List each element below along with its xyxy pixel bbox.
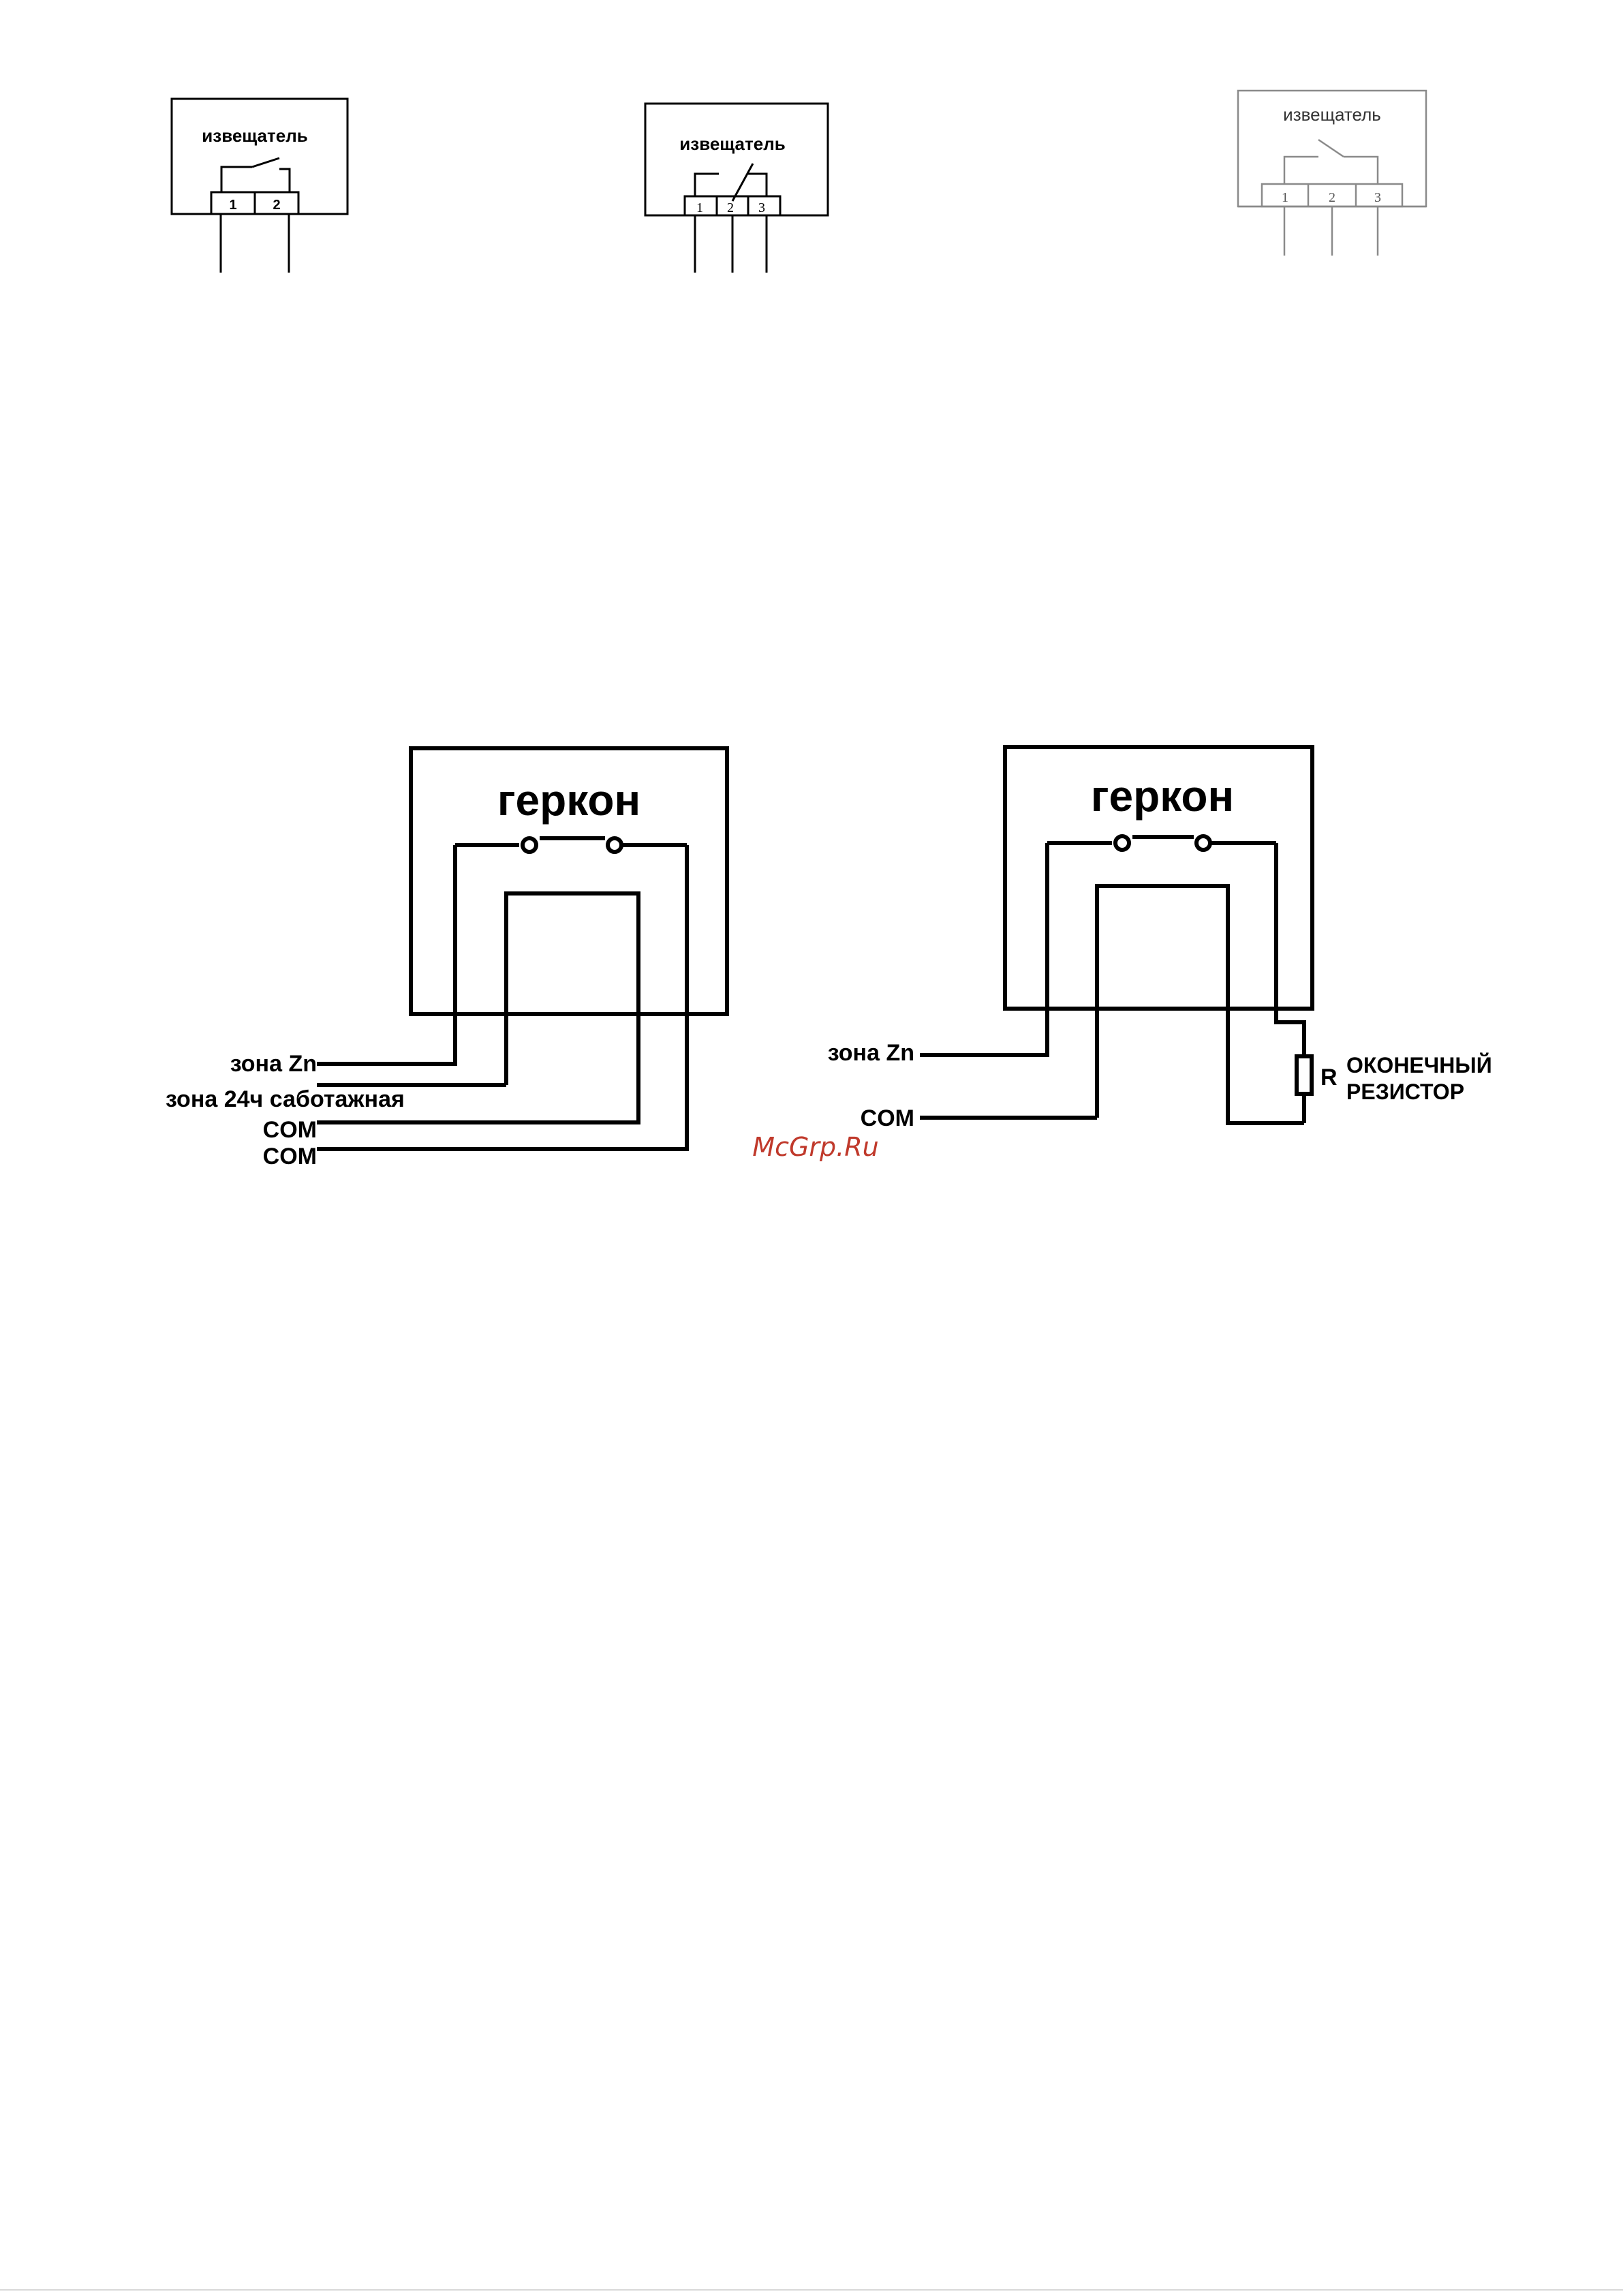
detector-title-3: извещатель bbox=[1283, 104, 1381, 125]
gerkon-title-left: геркон bbox=[497, 776, 640, 825]
switch-contact-right bbox=[279, 169, 290, 192]
reed-contact bbox=[1196, 836, 1210, 850]
label-com: COM bbox=[861, 1105, 914, 1131]
detector-box bbox=[172, 99, 347, 214]
gerkon-title-right: геркон bbox=[1091, 771, 1234, 821]
reed-contact bbox=[608, 838, 621, 852]
switch-lever bbox=[1318, 140, 1344, 157]
label-zone-zn: зона Zn bbox=[230, 1051, 317, 1077]
terminal-label: 2 bbox=[1329, 190, 1335, 205]
wire-zone bbox=[920, 843, 1047, 1055]
label-resistor: R bbox=[1320, 1065, 1338, 1090]
detector-title-2: извещатель bbox=[679, 134, 785, 154]
terminal-label: 2 bbox=[273, 198, 280, 213]
watermark: McGrp.Ru bbox=[752, 1132, 878, 1162]
wire-com-loop bbox=[1097, 886, 1304, 1123]
label-zone-zn: зона Zn bbox=[828, 1040, 914, 1066]
switch-contact-left bbox=[1284, 157, 1318, 184]
switch-contact-left bbox=[221, 167, 252, 192]
detector-title-1: извещатель bbox=[202, 125, 307, 146]
terminal-label: 1 bbox=[229, 198, 236, 213]
terminal-label: 2 bbox=[727, 200, 734, 215]
wire-zone bbox=[317, 845, 455, 1064]
label-resistor-desc-line1: ОКОНЕЧНЫЙ bbox=[1346, 1053, 1492, 1077]
switch-lever bbox=[252, 158, 279, 167]
detector-box bbox=[645, 104, 828, 215]
label-com-1: COM bbox=[263, 1117, 317, 1143]
label-com-2: COM bbox=[263, 1144, 317, 1169]
terminal-label: 1 bbox=[696, 200, 703, 215]
reed-contact bbox=[523, 838, 536, 852]
reed-contact bbox=[1115, 836, 1129, 850]
switch-contact-left bbox=[695, 174, 719, 196]
terminal-label: 1 bbox=[1282, 190, 1288, 205]
terminal-label: 3 bbox=[758, 200, 765, 215]
detector-diagram-2 bbox=[645, 104, 828, 273]
label-tamper-zone: зона 24ч саботажная bbox=[166, 1086, 405, 1112]
resistor-symbol bbox=[1297, 1056, 1312, 1094]
label-resistor-desc-line2: РЕЗИСТОР bbox=[1346, 1080, 1464, 1104]
wire-resistor-top bbox=[1276, 843, 1304, 1056]
terminal-label: 3 bbox=[1374, 190, 1381, 205]
switch-contact-right bbox=[1344, 157, 1378, 184]
switch-contact-right bbox=[748, 174, 767, 196]
